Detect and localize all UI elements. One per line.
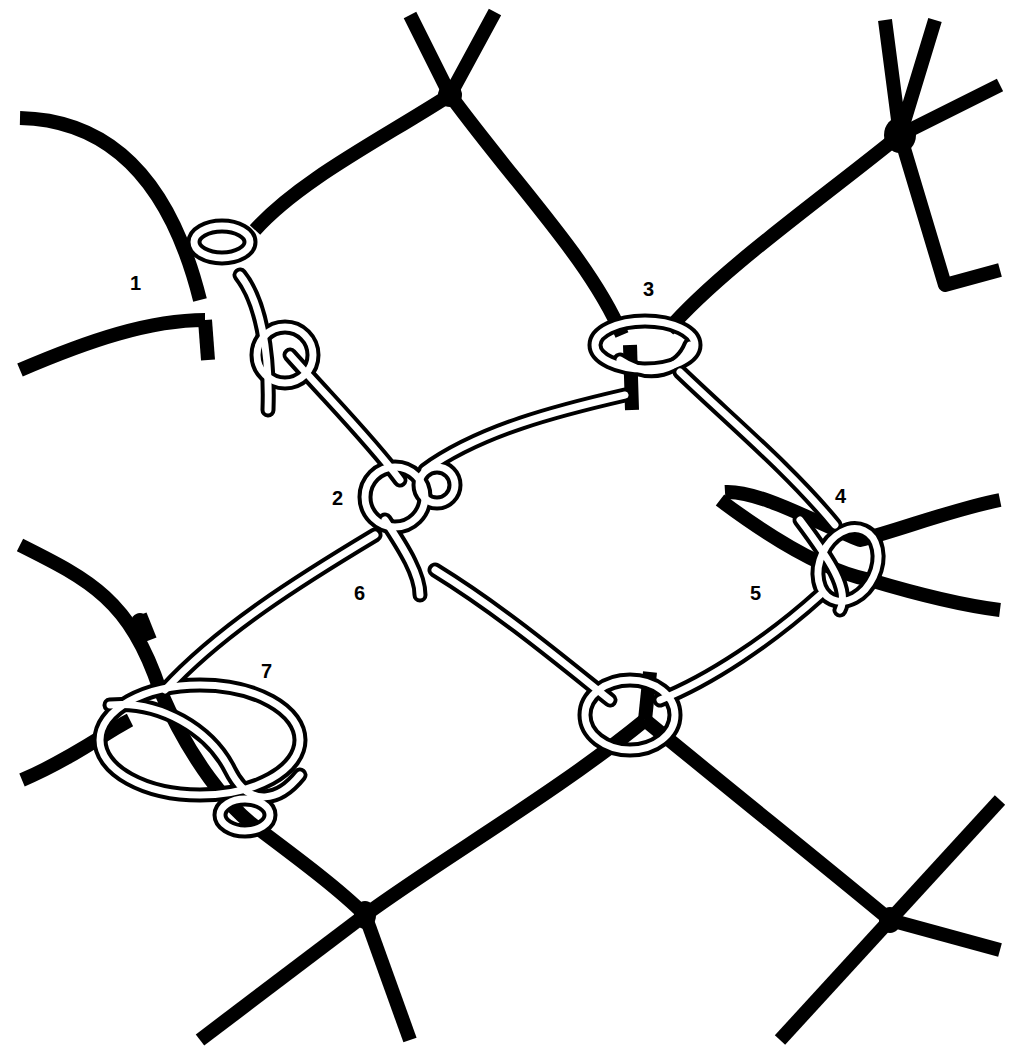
callout-number: 1	[128, 272, 143, 294]
callout-number: 3	[641, 278, 656, 300]
callout-number: 6	[352, 582, 367, 604]
callout-number: 7	[259, 660, 274, 682]
callout-number: 2	[330, 487, 345, 509]
callout-number: 5	[748, 582, 763, 604]
callout-number: 4	[833, 485, 848, 507]
